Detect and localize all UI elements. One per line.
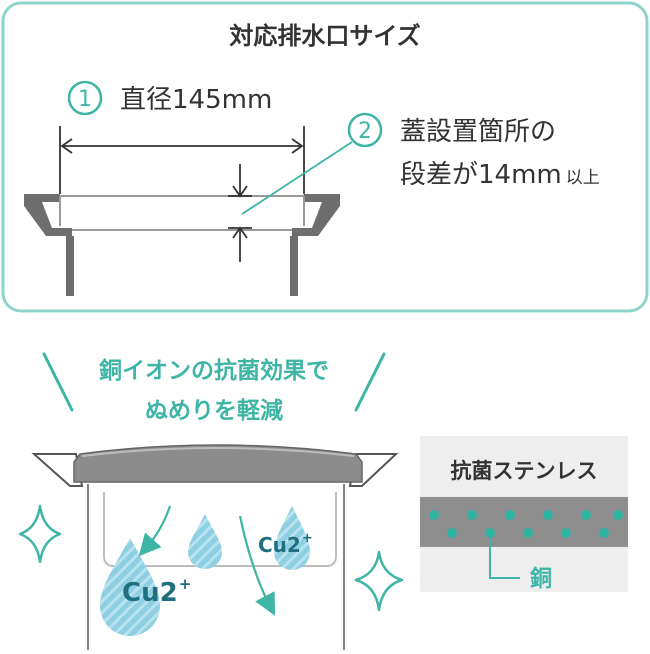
headline-ticks <box>42 352 386 412</box>
ion-label-large-charge: + <box>179 575 192 593</box>
sparkle-left-icon <box>18 504 62 564</box>
item2-badge: 2 <box>347 112 383 148</box>
flow-arrow-right <box>238 515 276 616</box>
stainless-layer <box>420 497 628 547</box>
item1-label: 直径145mm <box>120 85 272 115</box>
copper-leader-line <box>489 538 520 579</box>
item1-number: 1 <box>78 87 92 112</box>
water-drop-middle <box>188 514 222 569</box>
item2-line2-main: 段差が14mm <box>400 160 562 190</box>
material-box-title: 抗菌ステンレス <box>451 459 598 483</box>
panel-title: 対応排水口サイズ <box>229 22 420 50</box>
ion-label-large-text: Cu2 <box>122 578 178 608</box>
item1-badge: 1 <box>67 80 103 116</box>
copper-label: 銅 <box>530 566 552 592</box>
item2-line1: 蓋設置箇所の <box>400 117 556 147</box>
item2-line2-suffix: 以上 <box>566 168 600 188</box>
headline-line1: 銅イオンの抗菌効果で <box>99 357 329 384</box>
ion-label-small: Cu2+ <box>258 531 313 557</box>
drain-cross-section <box>24 194 340 296</box>
drain-product <box>31 444 399 650</box>
headline-line2: ぬめりを軽減 <box>145 398 283 424</box>
item2-number: 2 <box>358 119 372 144</box>
size-panel <box>1 1 649 313</box>
step-dimension <box>228 164 252 262</box>
sparkle-right-icon <box>354 550 404 612</box>
ion-label-large: Cu2+ <box>122 575 191 608</box>
drain-inner-lines <box>59 195 305 231</box>
water-drop-right <box>274 506 310 570</box>
diameter-dimension <box>59 126 305 194</box>
water-drop-large <box>100 538 160 636</box>
ion-label-small-text: Cu2 <box>258 533 301 557</box>
copper-particles <box>429 510 623 538</box>
item2-leader-line <box>241 141 353 215</box>
flow-arrow-left <box>138 505 172 557</box>
ion-label-small-charge: + <box>302 531 313 546</box>
